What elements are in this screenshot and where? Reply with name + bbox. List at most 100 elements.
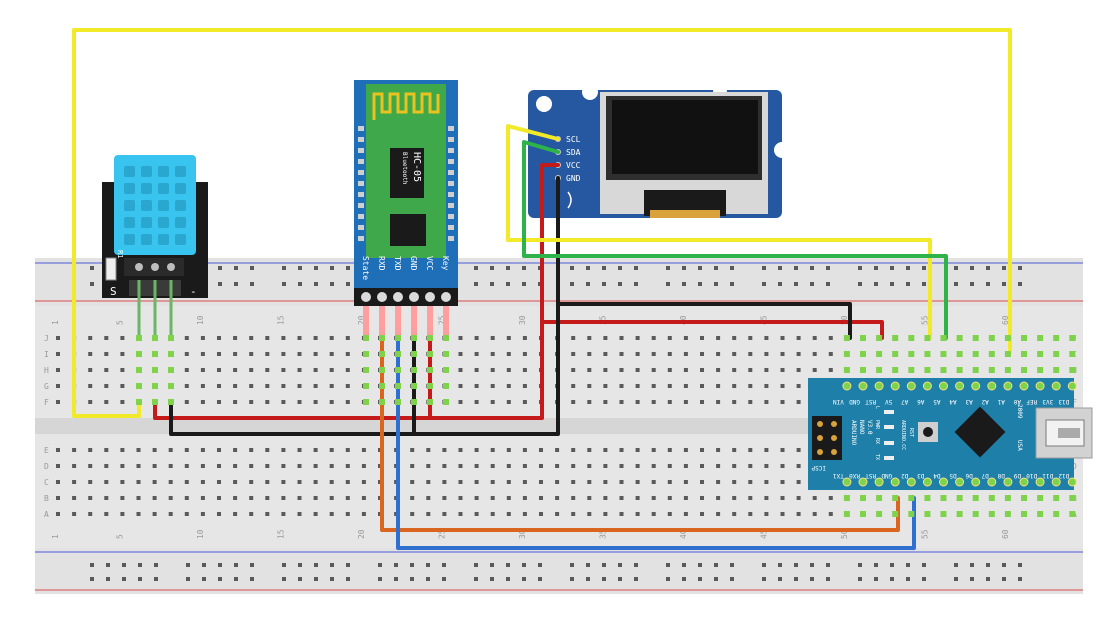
rail-hole: [90, 266, 94, 270]
breadboard-hole: [88, 368, 93, 372]
column-number-bottom: 60: [1001, 529, 1010, 539]
hc05-edge-pad: [448, 214, 454, 219]
breadboard-hole: [104, 368, 109, 372]
dht11-housing: [114, 155, 196, 255]
breadboard-hole: [667, 400, 672, 404]
nano-pin-label-bottom: D12: [1058, 472, 1069, 479]
dht11-vent-slot: [158, 217, 169, 228]
hc05-pin-label: VCC: [425, 256, 434, 271]
active-hole: [363, 399, 369, 405]
nano-pin-bottom: [987, 477, 997, 487]
rail-hole: [346, 266, 350, 270]
breadboard-hole: [184, 352, 189, 356]
breadboard-hole: [748, 512, 753, 516]
breadboard-hole: [732, 400, 737, 404]
hc05-edge-pad: [358, 203, 364, 208]
row-letter-left: C: [44, 478, 49, 487]
rail-hole: [154, 563, 158, 567]
active-hole: [876, 335, 883, 341]
breadboard-hole: [571, 352, 576, 356]
wire-yellow-dht-signal-to-nano: [72, 28, 1012, 418]
breadboard-hole: [281, 400, 286, 404]
hc05-pin-label: GND: [409, 256, 418, 271]
breadboard-hole: [313, 448, 318, 452]
active-hole: [427, 367, 433, 373]
breadboard-hole: [152, 496, 157, 500]
breadboard-hole: [683, 336, 688, 340]
rail-hole: [474, 577, 478, 581]
nano-pin-label-top: REF: [1026, 398, 1037, 405]
breadboard-hole: [667, 496, 672, 500]
active-hole: [972, 335, 979, 341]
rail-hole: [186, 577, 190, 581]
breadboard-hole: [152, 464, 157, 468]
breadboard-hole: [683, 368, 688, 372]
breadboard-hole: [329, 480, 334, 484]
rail-hole: [298, 577, 302, 581]
breadboard-hole: [136, 464, 141, 468]
breadboard-hole: [732, 384, 737, 388]
breadboard-hole: [458, 464, 463, 468]
active-hole: [395, 335, 401, 341]
breadboard-hole: [651, 336, 656, 340]
breadboard-hole: [410, 464, 415, 468]
hc05-pin-leg: [411, 306, 417, 340]
breadboard-hole: [329, 448, 334, 452]
dht11-vent-slot: [124, 183, 135, 194]
breadboard-hole: [796, 480, 801, 484]
breadboard-hole: [120, 368, 125, 372]
active-hole: [988, 495, 995, 501]
hc05-edge-pad: [358, 170, 364, 175]
breadboard-hole: [474, 448, 479, 452]
rail-hole: [330, 282, 334, 286]
breadboard-hole: [233, 368, 238, 372]
breadboard-hole: [217, 368, 221, 372]
nano-icsp-header: [812, 416, 842, 460]
oled-logo: [567, 191, 572, 209]
breadboard-hole: [329, 368, 334, 372]
breadboard-hole: [796, 512, 801, 516]
breadboard-hole: [345, 384, 350, 388]
active-hole: [956, 495, 963, 501]
active-hole: [395, 399, 401, 405]
breadboard-hole: [281, 368, 286, 372]
active-hole: [1037, 351, 1044, 357]
rail-hole: [218, 266, 222, 270]
nano-reset-button: [923, 427, 933, 437]
breadboard-hole: [716, 448, 721, 452]
oled-mount-hole: [774, 142, 790, 158]
active-hole: [411, 367, 417, 373]
rail-hole: [698, 282, 702, 286]
breadboard-hole: [780, 512, 785, 516]
nano-pin-label-top: VIN: [833, 398, 844, 405]
wire-green-oled-sda: [522, 140, 948, 340]
hc05-edge-pad: [448, 126, 454, 131]
rail-hole: [570, 282, 574, 286]
rail-hole: [922, 577, 926, 581]
active-hole: [1037, 367, 1044, 373]
breadboard-hole: [522, 352, 527, 356]
breadboard-hole: [72, 448, 77, 452]
breadboard-hole: [732, 512, 737, 516]
active-hole: [443, 351, 449, 357]
breadboard-hole: [313, 496, 318, 500]
hc05-header-pin: [377, 292, 387, 302]
rail-hole: [522, 563, 526, 567]
breadboard-hole: [796, 448, 801, 452]
breadboard-hole: [587, 336, 592, 340]
rail-hole: [730, 266, 734, 270]
rail-hole: [218, 282, 222, 286]
hc05-pin-leg: [395, 306, 401, 340]
active-hole: [940, 367, 947, 373]
breadboard-hole: [828, 512, 833, 516]
breadboard-hole: [72, 464, 77, 468]
breadboard-hole: [780, 480, 785, 484]
breadboard-hole: [683, 512, 688, 516]
breadboard-hole: [490, 336, 495, 340]
breadboard-hole: [410, 448, 415, 452]
rail-hole: [234, 577, 238, 581]
breadboard-hole: [249, 352, 254, 356]
breadboard-hole: [651, 368, 656, 372]
active-hole: [427, 351, 433, 357]
breadboard-hole: [812, 368, 817, 372]
